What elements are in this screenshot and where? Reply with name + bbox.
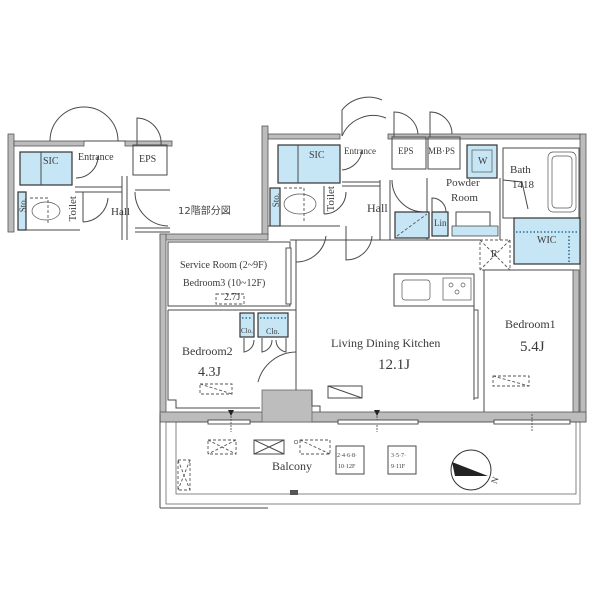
- eps-label: EPS: [398, 146, 414, 156]
- washer-label: W: [478, 156, 488, 167]
- compass-icon: [450, 449, 492, 491]
- hall-label: Hall: [367, 201, 388, 215]
- closet1-label: Clo.: [241, 327, 253, 335]
- hatch1-label-1: 2·4·6·8·: [337, 453, 357, 459]
- linen-label: Lin: [434, 218, 447, 228]
- powder-room-label-2: Room: [451, 192, 478, 204]
- mb-ps-label: MB·PS: [428, 146, 456, 156]
- powder-room-label-1: Powder: [446, 177, 480, 189]
- closet2-label: Clo.: [266, 327, 280, 336]
- bedroom2-size: 4.3J: [198, 365, 221, 380]
- inset-sic-label: SIC: [43, 156, 59, 167]
- hatch1-label-2: 10·12F: [338, 464, 356, 470]
- inset-toilet-label: Toilet: [67, 196, 79, 222]
- balcony-label: Balcony: [272, 459, 312, 473]
- ldk-size: 12.1J: [378, 357, 411, 373]
- bedroom1-area: [483, 269, 580, 432]
- toilet-label: Toilet: [325, 186, 337, 212]
- inset-eps-label: EPS: [139, 154, 157, 165]
- service-room: [167, 241, 292, 307]
- inset-caption: 12階部分図: [178, 206, 231, 217]
- bedroom1-label: Bedroom1: [505, 317, 556, 331]
- service-room-label: Service Room (2~9F): [180, 260, 268, 271]
- entrance-label: Entrance: [344, 146, 376, 156]
- bedroom3-label: Bedroom3 (10~12F): [183, 278, 266, 289]
- inset-hall-label: Hall: [111, 206, 130, 218]
- bedroom1-size: 5.4J: [520, 339, 545, 355]
- wic-label: WIC: [537, 235, 557, 246]
- wic: [513, 217, 581, 265]
- ldk-label: Living Dining Kitchen: [331, 336, 441, 350]
- main-entry-area: [268, 96, 580, 261]
- inset-12f-plan: [7, 106, 173, 240]
- refrigerator-label: R: [491, 249, 498, 260]
- bath-label: Bath: [510, 164, 531, 176]
- service-room-size: 2.7J: [224, 292, 241, 303]
- inset-entrance-label: Entrance: [78, 152, 114, 163]
- ldk-area: [295, 235, 479, 432]
- hatch2-label-1: 3·5·7·: [391, 453, 406, 459]
- hatch2-label-2: 9·11F: [391, 464, 406, 470]
- bedroom2-area: [167, 309, 297, 432]
- storage-label: Sto.: [271, 193, 281, 208]
- structural-column: [261, 389, 313, 423]
- bath-size-label: 1418: [512, 179, 534, 191]
- sic-label: SIC: [309, 150, 325, 161]
- inset-storage-label: Sto.: [18, 198, 28, 213]
- bedroom2-label: Bedroom2: [182, 344, 233, 358]
- balcony-equipment: [177, 439, 417, 491]
